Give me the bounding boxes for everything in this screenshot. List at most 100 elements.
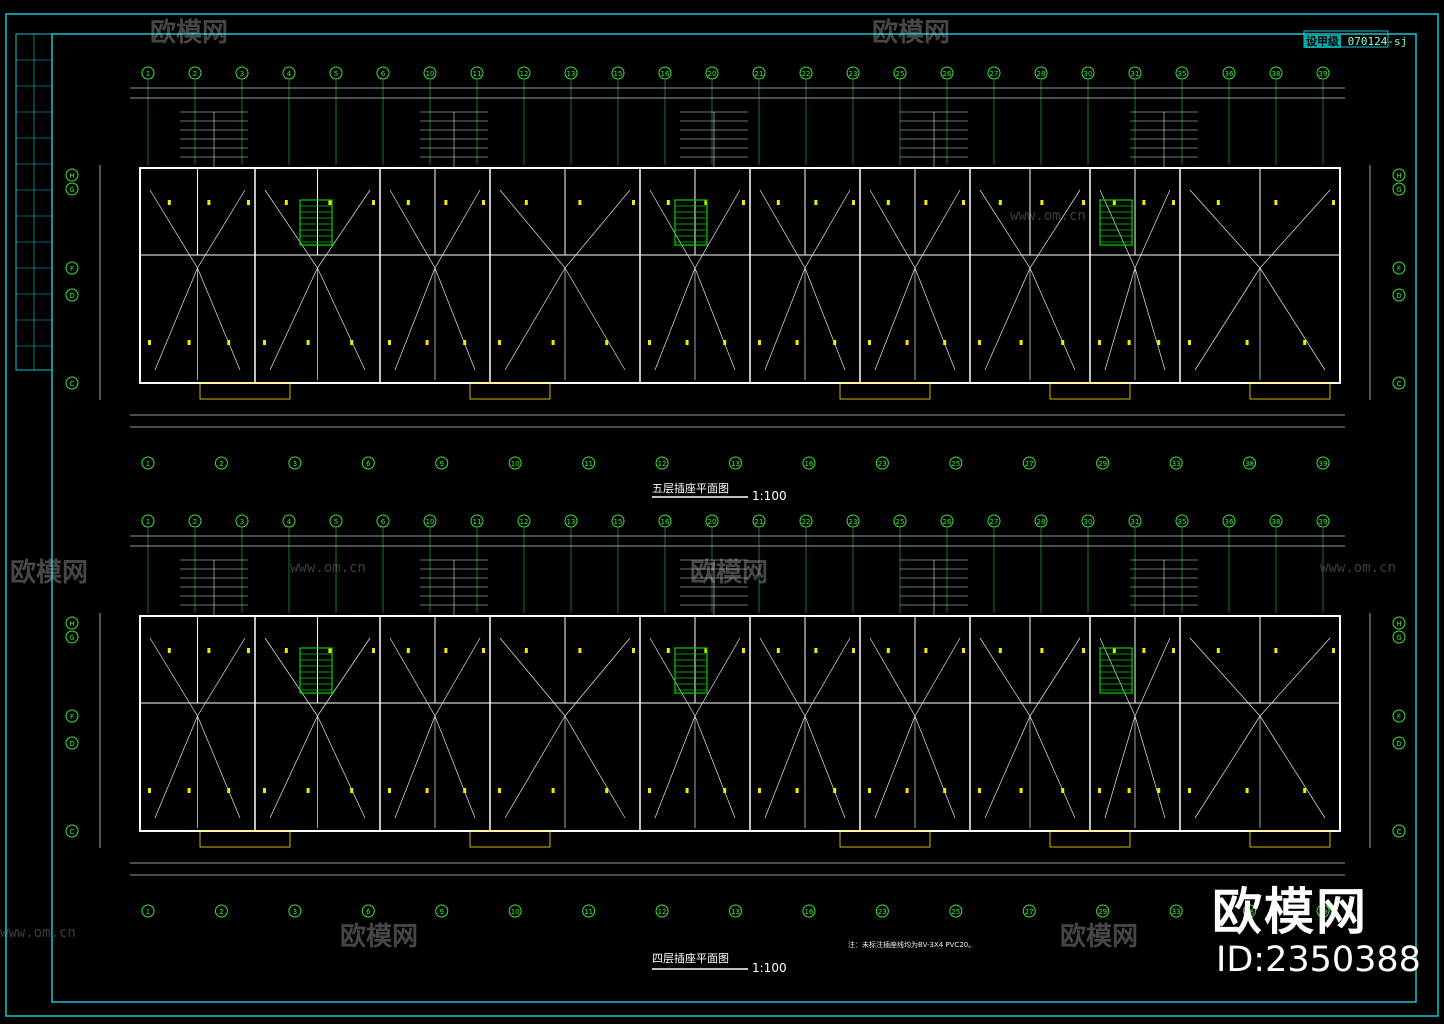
- socket-symbol: [852, 648, 855, 653]
- socket-symbol: [444, 200, 448, 205]
- socket-symbol: [758, 340, 761, 345]
- axis-label: H: [1396, 172, 1401, 180]
- axis-bubble: [940, 66, 954, 80]
- axis-bubble: [214, 904, 228, 918]
- axis-bubble: [875, 904, 889, 918]
- axis-label: 1: [146, 460, 150, 468]
- socket-symbol: [306, 340, 310, 345]
- axis-bubble: [1269, 66, 1283, 80]
- axis-label: 15: [614, 518, 623, 526]
- axis-label: 35: [1178, 70, 1187, 78]
- axis-bubble: [1392, 182, 1406, 196]
- upper-plan-title: 五层插座平面图: [652, 482, 729, 495]
- watermark-logo: 欧模网: [872, 18, 951, 48]
- socket-symbol: [814, 648, 818, 653]
- socket-symbol: [1127, 340, 1131, 345]
- socket-symbol: [868, 340, 871, 345]
- socket-symbol: [1127, 788, 1131, 793]
- axis-bubble: [508, 904, 522, 918]
- axis-label: 3: [240, 518, 244, 526]
- socket-wiring: [764, 267, 806, 371]
- socket-wiring: [1259, 267, 1326, 371]
- axis-label: 13: [567, 70, 576, 78]
- axis-bubble: [658, 514, 672, 528]
- socket-symbol: [605, 340, 609, 345]
- socket-symbol: [463, 788, 467, 793]
- socket-symbol: [704, 200, 708, 205]
- axis-label: D: [1396, 292, 1401, 300]
- socket-symbol: [648, 340, 651, 345]
- socket-symbol: [1172, 200, 1175, 205]
- socket-wiring: [564, 715, 626, 819]
- socket-wiring: [564, 637, 631, 717]
- axis-label: 27: [1025, 908, 1034, 916]
- axis-label: 10: [426, 70, 435, 78]
- balcony: [839, 830, 931, 848]
- axis-label: 2: [193, 70, 197, 78]
- watermark-logo: 欧模网: [340, 922, 419, 952]
- axis-label: 11: [584, 908, 593, 916]
- axis-label: H: [69, 620, 74, 628]
- watermark-logo: 欧模网: [150, 18, 229, 48]
- socket-symbol: [227, 788, 231, 793]
- axis-bubble: [1222, 514, 1236, 528]
- socket-wiring: [914, 637, 961, 717]
- axis-bubble: [1169, 904, 1183, 918]
- socket-wiring: [914, 267, 956, 371]
- socket-wiring: [874, 715, 916, 819]
- socket-symbol: [1188, 340, 1191, 345]
- axis-bubble: [188, 66, 202, 80]
- socket-wiring: [984, 715, 1031, 819]
- socket-wiring: [874, 267, 916, 371]
- socket-symbol: [524, 648, 528, 653]
- axis-bubble: [141, 904, 155, 918]
- axis-bubble: [288, 456, 302, 470]
- socket-wiring: [499, 637, 566, 717]
- socket-symbol: [463, 340, 467, 345]
- socket-symbol: [1303, 788, 1307, 793]
- axis-bubble: [1316, 904, 1330, 918]
- socket-wiring: [1029, 189, 1081, 269]
- socket-wiring: [1189, 189, 1261, 269]
- axis-bubble: [611, 66, 625, 80]
- socket-symbol: [666, 200, 670, 205]
- axis-label: 23: [849, 518, 858, 526]
- socket-symbol: [284, 200, 288, 205]
- axis-bubble: [288, 904, 302, 918]
- socket-symbol: [1157, 788, 1161, 793]
- socket-symbol: [207, 200, 211, 205]
- axis-bubble: [1392, 168, 1406, 182]
- socket-symbol: [406, 200, 410, 205]
- axis-bubble: [655, 456, 669, 470]
- axis-bubble: [1316, 456, 1330, 470]
- axis-label: 12: [520, 70, 529, 78]
- axis-label: 27: [1025, 460, 1034, 468]
- axis-label: 6: [366, 908, 371, 916]
- axis-bubble: [1175, 514, 1189, 528]
- balcony: [199, 830, 291, 848]
- axis-bubble: [65, 376, 79, 390]
- socket-symbol: [943, 340, 947, 345]
- socket-wiring: [504, 267, 566, 371]
- socket-symbol: [578, 200, 582, 205]
- axis-bubble: [799, 514, 813, 528]
- axis-bubble: [846, 514, 860, 528]
- axis-bubble: [65, 288, 79, 302]
- socket-symbol: [482, 200, 485, 205]
- axis-label: 2: [219, 908, 223, 916]
- socket-symbol: [524, 200, 528, 205]
- socket-symbol: [328, 648, 332, 653]
- axis-label: 15: [614, 70, 623, 78]
- socket-wiring: [694, 715, 736, 819]
- axis-bubble: [282, 66, 296, 80]
- axis-label: F: [70, 713, 74, 721]
- socket-wiring: [979, 189, 1031, 269]
- upper-plan-scale: 1:100: [752, 489, 787, 503]
- axis-bubble: [65, 709, 79, 723]
- axis-bubble: [1392, 261, 1406, 275]
- socket-symbol: [482, 648, 485, 653]
- axis-label: 23: [849, 70, 858, 78]
- axis-bubble: [329, 514, 343, 528]
- socket-symbol: [425, 340, 429, 345]
- axis-bubble: [141, 456, 155, 470]
